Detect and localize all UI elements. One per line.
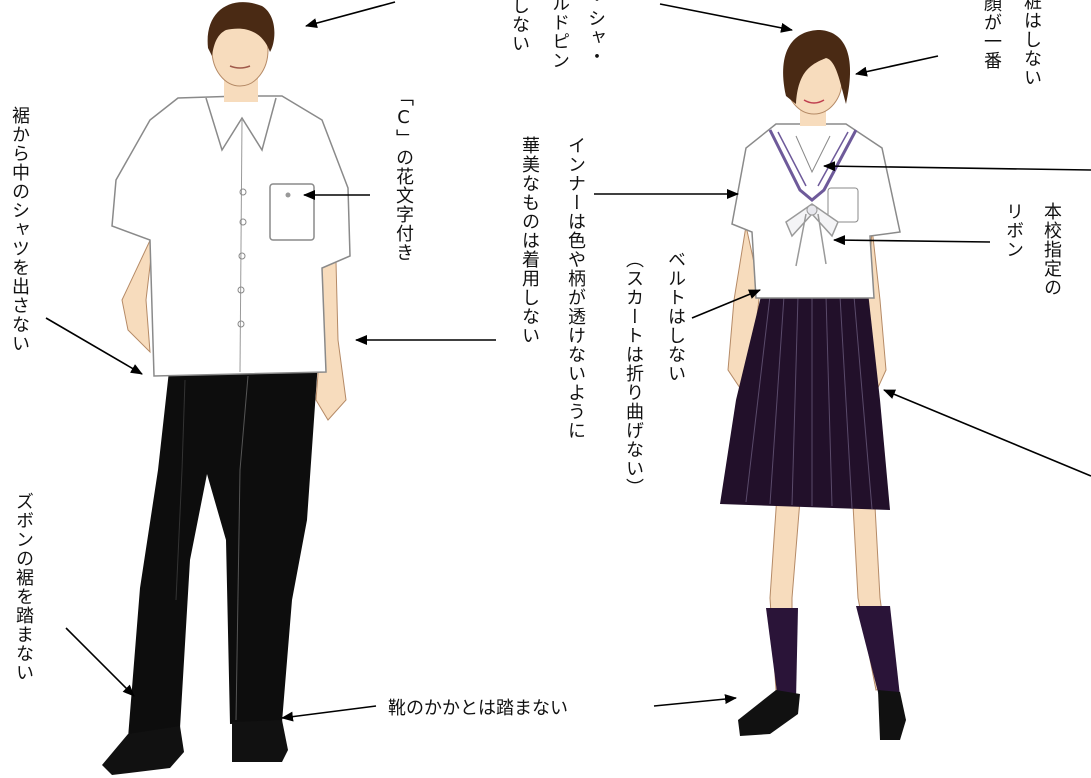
arrow-female-hair bbox=[659, 3, 793, 33]
female-student-figure bbox=[720, 30, 906, 740]
label-inner-line1: インナーは色や柄が透けないように bbox=[565, 136, 586, 440]
female-chest-pocket bbox=[827, 187, 859, 223]
male-trousers bbox=[128, 362, 318, 738]
female-left-shoe bbox=[738, 690, 800, 736]
label-top-partial-a: ・シャ・ bbox=[585, 0, 606, 66]
female-skirt bbox=[720, 292, 890, 510]
label-inner-line2: 華美なものは着用しない bbox=[519, 136, 540, 345]
label-male-pant-hem: ズボンの裾を踏まない bbox=[13, 492, 34, 682]
arrow-pant-hem bbox=[65, 627, 135, 697]
arrow-collar bbox=[823, 161, 1091, 172]
female-hair bbox=[783, 30, 851, 104]
label-ribbon-line2: リボン bbox=[1003, 202, 1024, 259]
label-top-partial-b: ルドピン bbox=[549, 0, 570, 70]
arrow-shirt-hem bbox=[45, 317, 143, 375]
label-top-partial-c: しない bbox=[509, 0, 530, 53]
label-makeup-line2: 顔が一番 bbox=[981, 0, 1002, 70]
label-belt-line2: （スカートは折り曲げない） bbox=[623, 250, 644, 497]
label-shoes: 靴のかかとは踏まない bbox=[388, 698, 568, 719]
male-left-shoe bbox=[102, 726, 184, 775]
label-ribbon-line1: 本校指定の bbox=[1041, 202, 1062, 297]
arrow-makeup bbox=[855, 55, 939, 77]
arrow-shoes-female bbox=[653, 694, 737, 707]
male-chest-pocket bbox=[269, 183, 315, 241]
male-hair bbox=[207, 2, 275, 56]
female-right-sock bbox=[856, 606, 900, 700]
arrow-hand bbox=[883, 389, 1091, 477]
label-male-pocket: 「C」の花文字付き bbox=[393, 88, 414, 262]
male-right-shoe bbox=[232, 720, 288, 762]
label-male-shirt-hem: 裾から中のシャツを出さない bbox=[9, 106, 30, 353]
arrow-ribbon bbox=[833, 235, 991, 246]
label-belt-line1: ベルトはしない bbox=[665, 250, 686, 383]
male-student-figure bbox=[102, 2, 351, 775]
male-shirt bbox=[111, 95, 351, 377]
arrow-male-hair bbox=[305, 1, 396, 28]
female-left-sock bbox=[766, 608, 798, 700]
female-right-shoe bbox=[878, 690, 906, 740]
arrow-belt bbox=[691, 289, 761, 319]
arrow-shoes-male bbox=[281, 705, 377, 722]
label-makeup-line1: 粧はしない bbox=[1021, 0, 1042, 87]
